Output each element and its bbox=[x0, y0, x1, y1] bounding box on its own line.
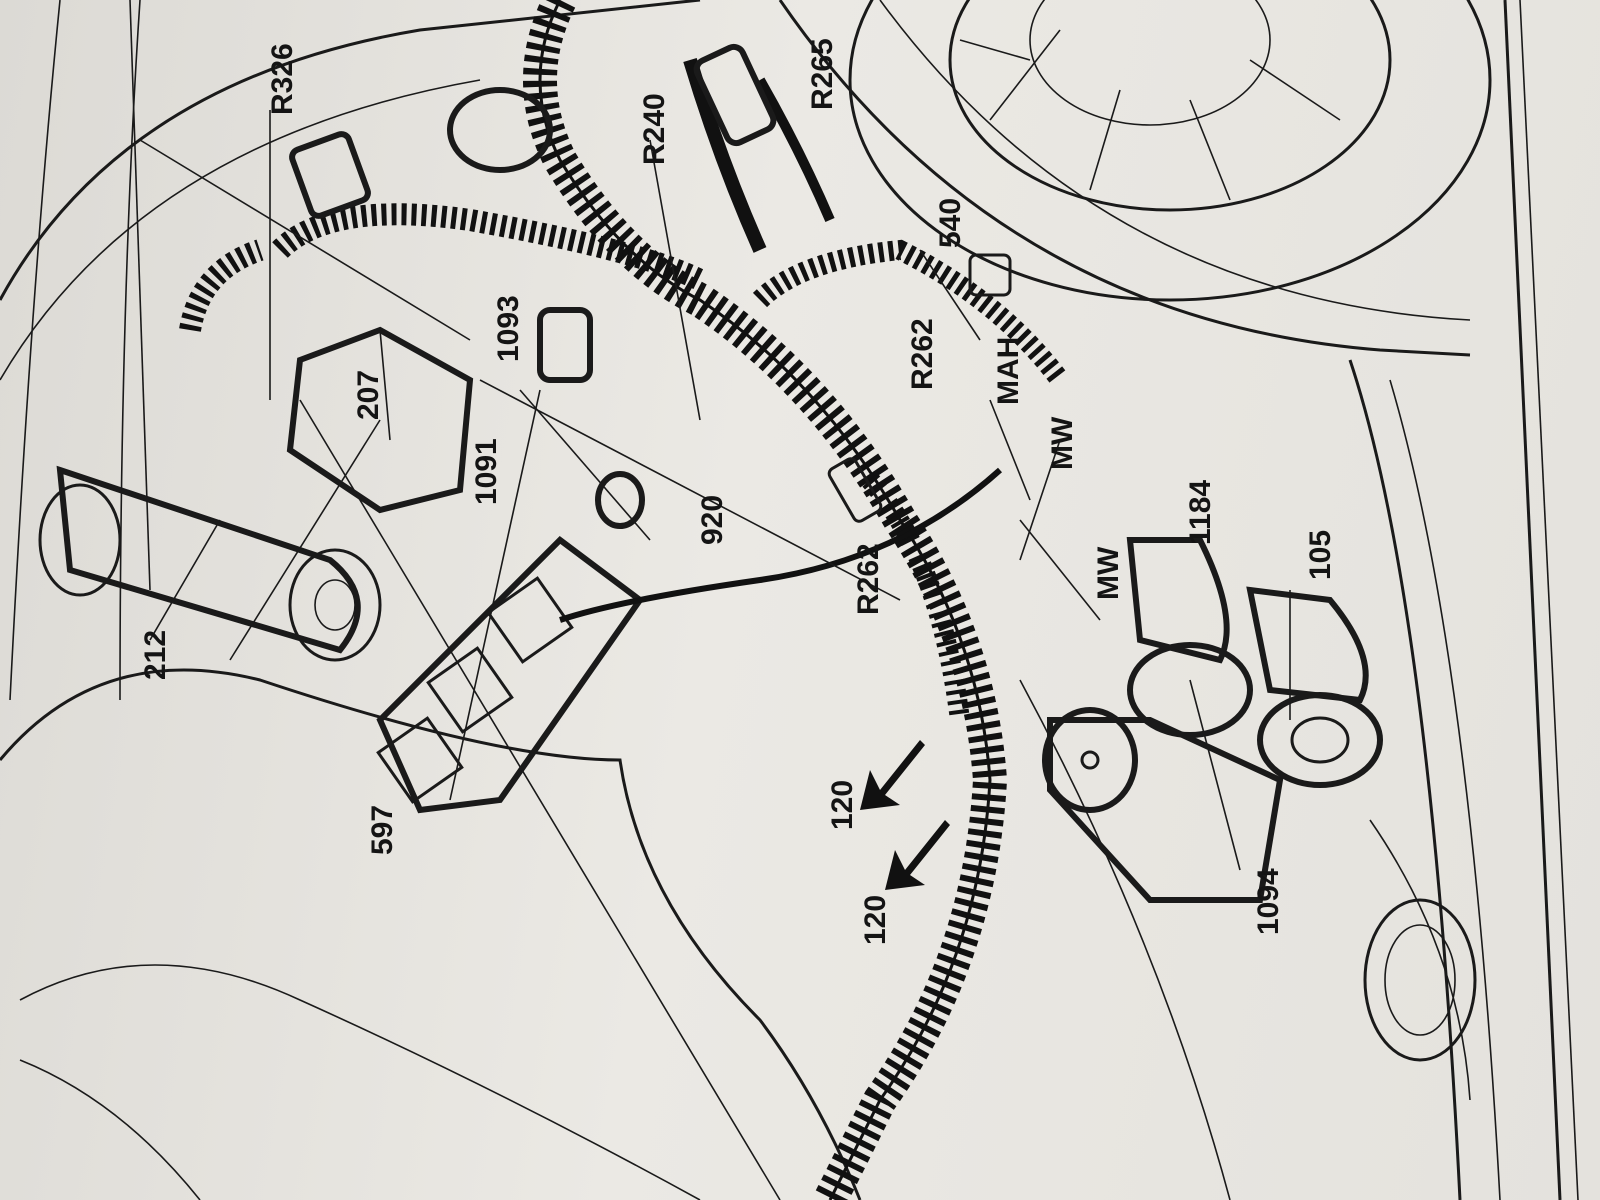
label-R326: R326 bbox=[266, 43, 299, 115]
label-R262-lower: R262 bbox=[852, 543, 885, 615]
connector-drawing bbox=[289, 43, 1012, 529]
wheel-drawing bbox=[848, 0, 1492, 302]
label-R262-upper: R262 bbox=[906, 318, 939, 390]
label-105: 105 bbox=[1304, 530, 1337, 580]
horn-drawing bbox=[1126, 537, 1383, 788]
module-207-drawing bbox=[286, 326, 474, 514]
label-540: 540 bbox=[934, 198, 967, 248]
leader-lines bbox=[129, 0, 1291, 1200]
label-MW-upper: MW bbox=[1046, 416, 1079, 470]
cylinder-drawing bbox=[38, 465, 382, 662]
callout-labels: 212 R326 207 1091 1093 597 920 R240 R265… bbox=[139, 38, 1337, 945]
arrow-drawing bbox=[860, 740, 950, 890]
wiring-harness-drawing bbox=[179, 0, 1068, 1200]
fog-lamp-drawing bbox=[1363, 898, 1477, 1062]
label-R240: R240 bbox=[638, 93, 671, 165]
label-597: 597 bbox=[366, 805, 399, 855]
label-120-upper: 120 bbox=[826, 780, 859, 830]
label-1184: 1184 bbox=[1184, 480, 1217, 545]
label-1091: 1091 bbox=[470, 438, 503, 505]
label-R265: R265 bbox=[806, 38, 839, 110]
relay-block-597-drawing bbox=[376, 536, 645, 814]
label-1093: 1093 bbox=[492, 295, 525, 362]
label-MW-lower: MW bbox=[1092, 546, 1125, 600]
page-edge-line bbox=[1519, 0, 1579, 1200]
label-920: 920 bbox=[696, 495, 729, 545]
label-207: 207 bbox=[352, 370, 385, 420]
label-120-lower: 120 bbox=[859, 895, 892, 945]
label-1094: 1094 bbox=[1252, 868, 1285, 935]
label-MAH: MAH bbox=[992, 337, 1025, 405]
body-contours bbox=[0, 0, 1501, 1200]
label-212: 212 bbox=[139, 630, 172, 680]
page-edge-line bbox=[1503, 0, 1562, 1200]
motor-drawing bbox=[1042, 707, 1284, 903]
